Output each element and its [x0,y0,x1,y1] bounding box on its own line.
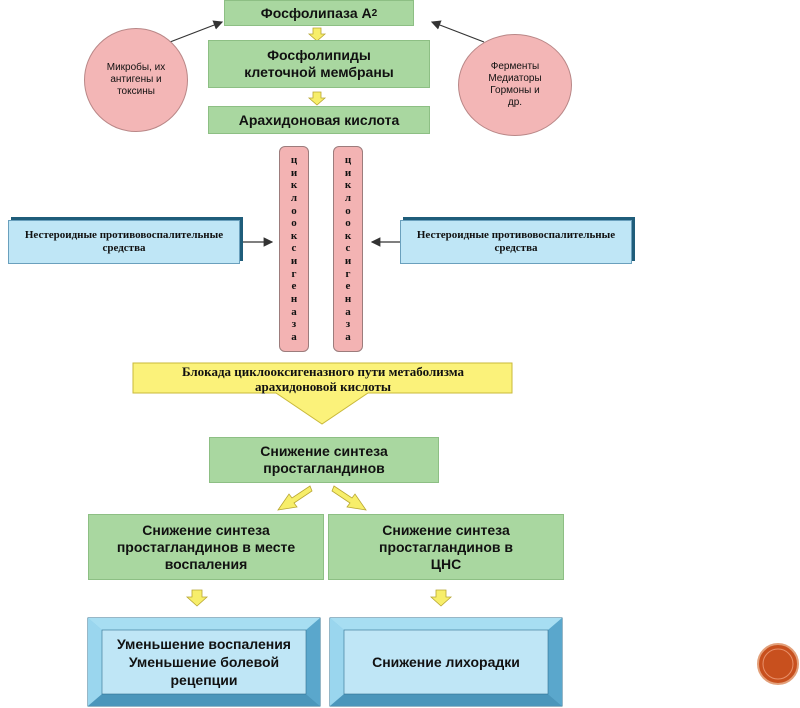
arrow-right-circle-to-phospholipase [430,20,485,43]
cox-letter: о [345,217,351,230]
cox-letter: н [344,293,352,306]
cox-letter: с [291,242,297,255]
cox-letter: л [290,191,298,204]
phospholipase-label: Фосфолипаза А [260,4,372,21]
cox-letter: и [344,255,352,268]
arrow-down-left-outcome [185,589,209,607]
reduction-box: Снижение синтеза простагландинов [209,437,439,483]
cox-letter: ц [290,154,298,166]
arrow-down-right-outcome [429,589,453,607]
cox-letter: ц [344,154,352,166]
cox-letter: г [345,267,351,280]
outcome-fever: Снижение лихорадки [344,630,548,694]
arrow-left-circle-to-phospholipase [169,20,224,43]
microbes-circle: Микробы, их антигены и токсины [84,28,188,132]
nsaids-left-label: Нестероидные противовоспалительные средс… [24,229,224,254]
arrow-diag-left [277,485,313,511]
cox-letter: к [344,229,352,242]
cox-letter: и [290,166,298,179]
branch-inflammation-box: Снижение синтеза простагландинов в месте… [88,514,324,580]
enzymes-label: Ферменты Медиаторы Гормоны и др. [488,61,542,108]
cox-letter: н [290,293,298,306]
cox-letter: с [345,242,351,255]
cox-letter: к [290,179,298,192]
branch-inflammation-label: Снижение синтеза простагландинов в месте… [116,521,296,572]
enzymes-circle: Ферменты Медиаторы Гормоны и др. [458,34,572,136]
arrow-down-2 [307,91,327,106]
cox-letter: е [291,280,297,293]
cox-letter: а [345,330,351,343]
arrow-diag-right [331,485,367,511]
cox-letter: л [344,191,352,204]
cox-letter: и [344,166,352,179]
blockade-text: Блокада циклооксигеназного пути метаболи… [140,364,506,394]
cox-letter: г [291,267,297,280]
blockade-arrow [132,362,513,425]
cox-letter: о [291,217,297,230]
branch-cns-label: Снижение синтеза простагландинов в ЦНС [378,521,514,572]
arachidonic-box: Арахидоновая кислота [208,106,430,134]
cox-letter: з [291,318,297,331]
cox-letter: к [290,229,298,242]
microbes-label: Микробы, их антигены и токсины [106,62,166,97]
cox-letter: к [344,179,352,192]
nsaids-right-box: Нестероидные противовоспалительные средс… [400,220,632,264]
cox-letter: а [345,305,351,318]
cox-letter: и [290,255,298,268]
cox-letter: о [291,204,297,217]
arrow-down-1 [307,27,327,42]
phospholipase-subscript: 2 [371,7,378,19]
outcome-fever-label: Снижение лихорадки [372,654,520,670]
cox-letter: о [345,204,351,217]
outcome-right-frame [329,617,563,707]
cyclooxygenase-bar-left: ц и к л о о к с и г е н а з а [279,146,309,352]
reduction-label: Снижение синтеза простагландинов [260,443,388,476]
phospholipids-label: Фосфолипиды клеточной мембраны [244,47,394,80]
cox-letter: а [291,305,297,318]
outcome-inflammation-label: Уменьшение воспаления Уменьшение болевой… [117,636,291,688]
outcome-inflammation: Уменьшение воспаления Уменьшение болевой… [102,630,306,694]
cox-letter: а [291,330,297,343]
nsaids-left-box: Нестероидные противовоспалительные средс… [8,220,240,264]
cox-letter: е [345,280,351,293]
nsaids-right-label: Нестероидные противовоспалительные средс… [416,229,616,254]
phospholipids-box: Фосфолипиды клеточной мембраны [208,40,430,88]
branch-cns-box: Снижение синтеза простагландинов в ЦНС [328,514,564,580]
outcome-left-frame [87,617,321,707]
nav-circle-icon[interactable] [757,643,799,685]
blockade-label: Блокада циклооксигеназного пути метаболи… [181,364,465,394]
arachidonic-label: Арахидоновая кислота [238,111,400,128]
cox-letter: з [345,318,351,331]
cyclooxygenase-bar-right: ц и к л о о к с и г е н а з а [333,146,363,352]
